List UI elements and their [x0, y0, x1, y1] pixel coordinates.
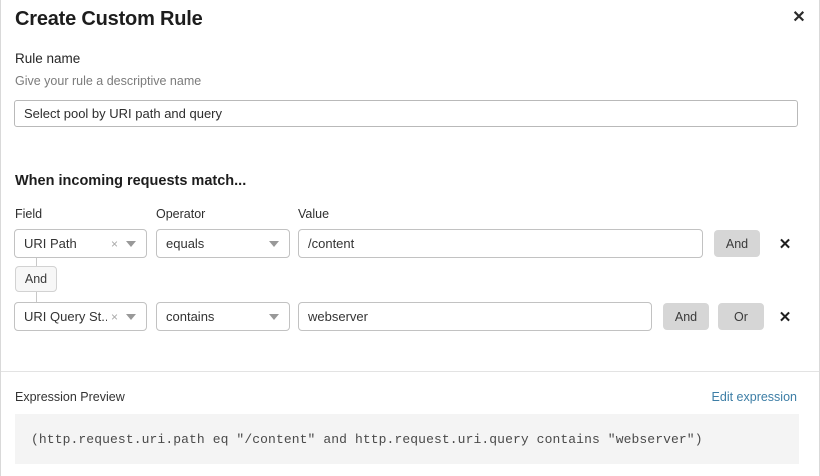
chevron-down-icon — [126, 313, 136, 320]
rule-name-label: Rule name — [15, 51, 81, 66]
value-input-row-1[interactable] — [298, 229, 703, 258]
field-select-row-1-label: URI Path — [24, 236, 77, 251]
match-section-heading: When incoming requests match... — [15, 173, 247, 189]
column-header-value: Value — [298, 207, 330, 221]
close-icon[interactable]: ✕ — [792, 9, 806, 26]
value-input-row-2[interactable] — [298, 302, 652, 331]
clear-icon[interactable]: × — [110, 309, 118, 324]
rule-name-input[interactable] — [14, 100, 798, 127]
connector-line-top — [36, 258, 37, 267]
edit-expression-link[interactable]: Edit expression — [711, 390, 797, 404]
chevron-down-icon — [269, 313, 279, 320]
expression-preview-label: Expression Preview — [15, 390, 125, 404]
expression-preview-box: (http.request.uri.path eq "/content" and… — [15, 414, 799, 464]
delete-row-2-icon[interactable]: ✕ — [778, 308, 792, 326]
expression-preview-code: (http.request.uri.path eq "/content" and… — [31, 431, 703, 447]
page-title: Create Custom Rule — [15, 8, 203, 30]
rule-name-helper-text: Give your rule a descriptive name — [15, 74, 202, 88]
operator-select-row-2[interactable]: contains — [156, 302, 290, 331]
operator-select-row-1[interactable]: equals — [156, 229, 290, 258]
and-button-row-2[interactable]: And — [663, 303, 709, 330]
delete-row-1-icon[interactable]: ✕ — [778, 235, 792, 253]
operator-select-row-1-label: equals — [166, 236, 205, 251]
field-select-row-2[interactable]: URI Query St... × — [14, 302, 147, 331]
connector-and-badge[interactable]: And — [15, 266, 57, 292]
field-select-row-1[interactable]: URI Path × — [14, 229, 147, 258]
chevron-down-icon — [126, 240, 136, 247]
chevron-down-icon — [269, 240, 279, 247]
column-header-operator: Operator — [156, 207, 206, 221]
operator-select-row-2-label: contains — [166, 309, 215, 324]
column-header-field: Field — [15, 207, 43, 221]
clear-icon[interactable]: × — [110, 236, 118, 251]
field-select-row-2-label: URI Query St... — [24, 309, 107, 324]
section-divider — [1, 371, 819, 372]
connector-line-bottom — [36, 292, 37, 302]
or-button-row-2[interactable]: Or — [718, 303, 764, 330]
and-button-row-1[interactable]: And — [714, 230, 760, 257]
